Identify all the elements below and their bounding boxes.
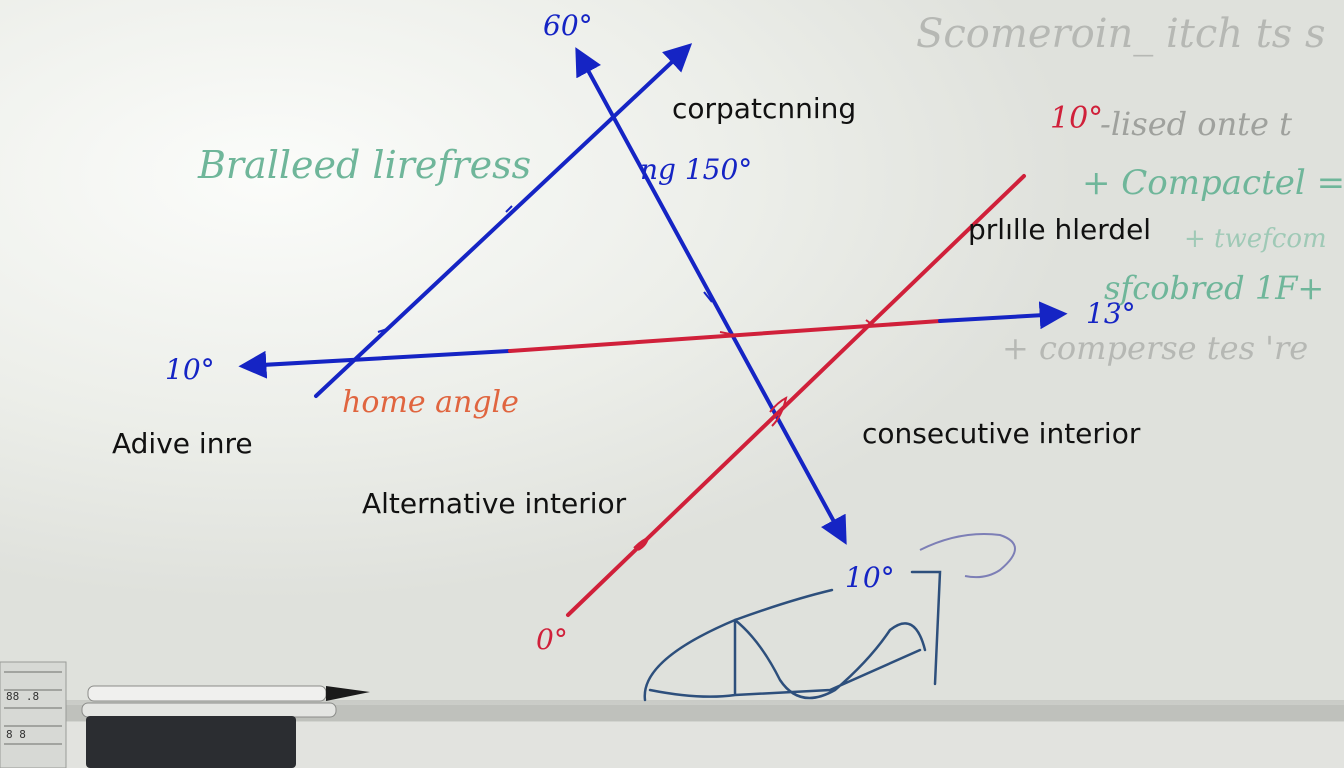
note-list-1: -lised onte t <box>1100 105 1292 143</box>
note-list-4: sfcobred 1F+ <box>1104 269 1325 307</box>
svg-text:88 .8: 88 .8 <box>6 690 39 703</box>
note-green-title: Bralleed lirefress <box>198 143 532 187</box>
label-alternate-interior: Alternative interior <box>362 487 627 520</box>
bottom-sketch <box>643 570 942 702</box>
label-corresponding: corpatcnning <box>672 92 857 125</box>
angle-label-bottom-right: 10° <box>845 561 895 594</box>
note-gray-top: Scomeroin_ itch ts s <box>916 11 1326 57</box>
angle-label-right-arrow: 13° <box>1086 297 1136 330</box>
label-adjacent: Adive inre <box>112 427 253 460</box>
angle-label-top-right: 10° <box>1050 101 1104 136</box>
angle-label-left: 10° <box>165 353 215 386</box>
red-line <box>566 174 1026 617</box>
eraser <box>86 716 296 768</box>
note-list-5: + comperse tes 're <box>1002 329 1309 367</box>
horizontal-line-right <box>938 301 1068 330</box>
ruler <box>0 661 67 768</box>
note-list-3: + twefcom <box>1184 224 1327 254</box>
angle-label-top: 60° <box>543 9 593 42</box>
note-angle: ng 150° <box>640 153 753 186</box>
angle-label-bottom-red: 0° <box>536 623 568 656</box>
svg-text:8 8: 8 8 <box>6 728 26 741</box>
horizontal-line-left <box>238 349 512 379</box>
label-parallel: prlılle hlerdel <box>968 213 1152 246</box>
note-list-2: + Compactel = <box>1082 163 1344 203</box>
marker-white <box>87 685 327 702</box>
note-red: home angle <box>342 385 519 420</box>
blue-transversal-right <box>575 47 847 545</box>
label-consecutive-interior: consecutive interior <box>862 417 1141 450</box>
